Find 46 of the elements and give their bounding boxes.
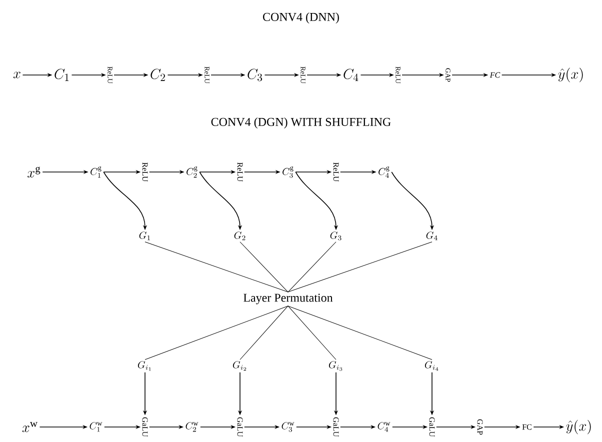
operation-label: GaLU: [333, 417, 339, 437]
section-title: CONV4 (DNN): [263, 12, 339, 24]
section-title: CONV4 (DGN) WITH SHUFFLING: [211, 118, 391, 128]
connector-line: [288, 242, 336, 292]
symbol-label: $C^{\mathrm{g}}_3$: [282, 166, 294, 178]
operation-label: ReLU: [237, 162, 243, 182]
connector-line: [240, 306, 288, 360]
symbol-label: $C_1$: [54, 68, 69, 81]
symbol-label: $C^{\mathrm{g}}_4$: [378, 166, 390, 178]
symbol-label: $G_{i_2}$: [232, 361, 246, 371]
symbol-label: $C^{\mathrm{w}}_1$: [90, 422, 102, 432]
operation-label: GaLU: [429, 417, 435, 437]
symbol-label: $C_4$: [344, 68, 358, 81]
symbol-label: $G_{i_1}$: [138, 361, 151, 371]
symbol-label: $C^{\mathrm{w}}_4$: [378, 422, 390, 432]
symbol-label: $G_3$: [330, 232, 342, 240]
symbol-label: $C^{\mathrm{w}}_3$: [282, 422, 294, 432]
symbol-label: $x^{\mathrm{w}}$: [22, 422, 38, 432]
connector-line: [144, 306, 288, 360]
symbol-label: $C_3$: [248, 68, 262, 82]
symbol-label: $C^{\mathrm{g}}_2$: [186, 166, 198, 178]
symbol-label: $\hat{y}(x)$: [558, 68, 583, 82]
operation-label: ReLU: [333, 162, 339, 182]
connector-line: [240, 242, 288, 292]
symbol-label: $C^{\mathrm{w}}_2$: [186, 422, 198, 432]
symbol-label: $G_4$: [426, 232, 438, 240]
symbol-label: $x$: [13, 72, 20, 78]
symbol-label: $C^{\mathrm{g}}_1$: [90, 166, 102, 178]
symbol-label: $G_{i_3}$: [328, 361, 342, 371]
operation-label: FC: [522, 424, 532, 430]
connector-line: [144, 242, 288, 292]
connector-line: [288, 306, 336, 360]
symbol-label: $C_2$: [150, 68, 165, 81]
connector-line: [288, 242, 432, 292]
permutation-label: Layer Permutation: [244, 294, 333, 304]
operation-label: ReLU: [142, 162, 148, 182]
symbol-label: $G_1$: [139, 232, 150, 240]
symbol-label: $x^{\mathrm{g}}$: [28, 166, 40, 178]
operation-label: GaLU: [142, 417, 148, 437]
symbol-label: $G_2$: [234, 232, 246, 240]
operation-label: GAP: [477, 419, 483, 435]
operation-label: FC: [490, 72, 500, 78]
symbol-label: $\hat{y}(x)$: [566, 420, 591, 434]
operation-label: GaLU: [237, 417, 243, 437]
symbol-label: $G_{i_4}$: [424, 361, 438, 371]
connector-line: [288, 306, 432, 360]
